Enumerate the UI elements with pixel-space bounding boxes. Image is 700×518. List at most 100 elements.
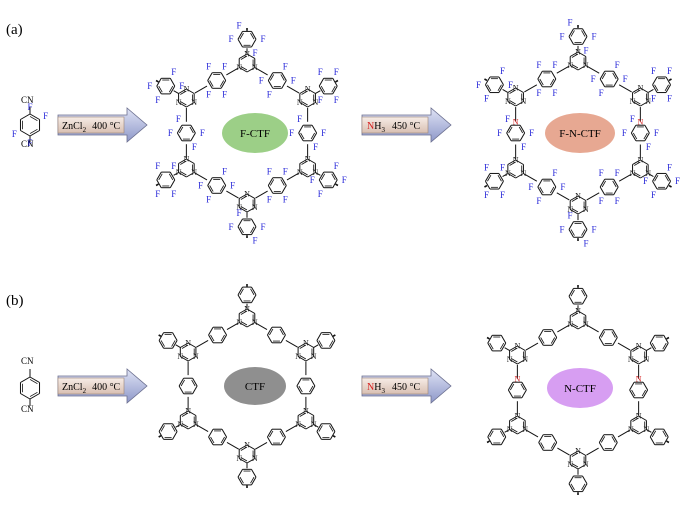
f-n-ctf-arm-ring-0-f-atom: F — [567, 18, 572, 28]
n-ctf-spacer-1-bond — [642, 389, 649, 399]
ctf-spacer-5-bond — [221, 326, 227, 336]
f-n-ctf-spacer-3-f-atom: F — [536, 196, 541, 206]
ctf-triazine-3-bond — [238, 444, 248, 450]
n-ctf-arm — [504, 347, 510, 351]
ctf-arm-ring-1-bond — [316, 340, 322, 349]
ctf-triazine-3-double-bond — [240, 446, 248, 451]
ctf-spacer-3-double-bond — [210, 436, 215, 444]
f-ctf-arm-ring-5-f-atom: F — [155, 95, 160, 105]
n-ctf-spacer-3-bond — [538, 442, 544, 451]
f-ctf-spacer-2-bond — [281, 185, 287, 194]
f-ctf-arm-ring-3-f-atom: F — [252, 236, 257, 246]
f-ctf-triazine-2-n-atom: N — [313, 168, 319, 177]
ctf-spacer-2-double-bond — [279, 430, 284, 438]
n-ctf-spacer-3-bond — [538, 434, 544, 443]
f-n-ctf-triazine-1-bond — [632, 87, 641, 93]
n-ctf-triazine-1-n-atom: N — [644, 355, 650, 364]
f-ctf-triazine-5-double-bond — [180, 101, 187, 106]
ctf-arm-ring-2-bond — [316, 431, 322, 440]
f-ctf-arm-ring-0-f-atom: F — [228, 34, 233, 44]
ctf-arm-ring-2-bond — [329, 423, 336, 432]
ctf-arm-ring-0-bond — [251, 286, 257, 296]
n-ctf-triazine-3-double-bond — [571, 463, 579, 468]
f-ctf-arm-ring-3-f-atom: F — [236, 208, 241, 218]
n-ctf-triazine-4-bond — [517, 429, 526, 435]
ctf-triazine-3-bond — [238, 458, 248, 464]
arrow-b1-temp: 400 °C — [92, 382, 120, 393]
f-ctf-arm-ring-0-double-bond — [250, 32, 255, 40]
ctf-spacer-4-double-bond — [191, 379, 196, 387]
f-ctf-triazine-1-bond — [299, 88, 308, 94]
n-ctf-pyridinic-n: N — [636, 375, 642, 384]
f-n-ctf-arm — [648, 173, 654, 177]
monomer-a-ring-double-bond — [29, 116, 38, 122]
f-n-ctf-arm-ring-2-double-bond — [664, 174, 669, 182]
f-n-ctf-arm-ring-5-f-atom: F — [500, 66, 505, 76]
f-n-ctf-link — [556, 192, 570, 201]
ctf-spacer-5-double-bond — [220, 334, 225, 342]
f-n-ctf-triazine-3-bond — [569, 209, 579, 215]
f-ctf-spacer-0-double-bond — [280, 74, 285, 81]
f-n-ctf-spacer-0-double-bond — [601, 72, 607, 80]
ctf-label: CTF — [245, 381, 265, 393]
f-n-ctf-arm — [648, 89, 654, 93]
f-ctf-arm-ring-5-bond — [156, 78, 162, 87]
ctf-spacer-3-bond — [208, 436, 214, 446]
n-ctf-arm-ring-1-bond — [663, 335, 669, 344]
n-ctf-spacer-1-double-bond — [641, 389, 646, 397]
f-ctf-triazine-5-bond — [186, 102, 195, 108]
f-ctf-arm-ring-3-bond — [237, 226, 243, 235]
ctf-arm-ring-1-bond — [316, 332, 322, 341]
ctf-triazine-5-n-atom: N — [185, 339, 191, 348]
n-ctf-arm-ring-2-double-bond — [651, 430, 657, 438]
f-n-ctf-spacer-3-double-bond — [549, 186, 555, 194]
f-n-ctf-spacer-2-f-atom: F — [599, 196, 604, 206]
ctf-spacer-2-bond — [267, 428, 273, 438]
monomer-b-cn-top: CN — [21, 356, 34, 366]
f-ctf-spacer-0-double-bond — [269, 74, 275, 81]
f-n-ctf-arm-ring-2-f-atom: F — [651, 190, 656, 200]
f-ctf-triazine-0-bond — [246, 67, 256, 73]
f-n-ctf-arm-ring-1-f-atom: F — [651, 94, 656, 104]
f-ctf-link — [255, 67, 268, 76]
ctf-triazine-5-bond — [187, 356, 197, 362]
f-ctf-triazine-2-bond — [307, 158, 316, 164]
f-ctf-arm-ring-2-f-atom: F — [342, 175, 347, 185]
n-ctf-spacer-4-double-bond — [520, 383, 525, 391]
f-ctf-triazine-5-bond — [178, 88, 187, 94]
n-ctf-triazine-1-bond — [638, 359, 647, 365]
n-ctf-pyridinic-n: N — [514, 375, 520, 384]
n-ctf-spacer-1-bond — [629, 389, 635, 399]
n-ctf-spacer-0-double-bond — [600, 331, 606, 338]
arrow-b2-reagent-h: H — [374, 382, 381, 393]
f-ctf-link — [194, 85, 208, 94]
n-ctf-spacer-4-bond — [507, 381, 514, 391]
f-n-ctf-arm-ring-1-bond — [665, 76, 671, 86]
ctf-arm-ring-0-double-bond — [239, 288, 244, 296]
f-ctf-spacer-3-bond — [220, 177, 227, 186]
n-ctf-triazine-5-double-bond — [511, 358, 518, 363]
f-ctf-triazine-3-n-atom: N — [236, 203, 242, 212]
f-n-ctf-spacer-2-bond — [599, 186, 606, 196]
f-ctf-spacer-0-f-atom: F — [267, 89, 272, 99]
n-ctf-arm-ring-1-double-bond — [651, 342, 657, 350]
f-ctf-spacer-0-f-atom: F — [291, 76, 296, 86]
f-n-ctf-triazine-0-bond — [577, 65, 587, 71]
monomer-a-cn-bottom: CN — [21, 139, 34, 149]
n-ctf-spacer-2-double-bond — [611, 436, 616, 443]
f-n-ctf-arm-ring-0-bond — [582, 36, 588, 45]
ctf-triazine-3-n-atom: N — [244, 441, 250, 450]
monomer-a-ring-f-atom: F — [27, 138, 32, 148]
f-n-ctf-pyridinic-n: N — [637, 118, 643, 127]
f-ctf-arm-ring-4-f-atom: F — [155, 161, 160, 171]
ctf-link — [254, 322, 268, 330]
ctf-triazine-4-n-atom: N — [193, 420, 199, 429]
ctf-arm — [313, 423, 319, 428]
f-n-ctf-arm-ring-4-double-bond — [487, 174, 492, 182]
n-ctf-triazine-5-n-atom: N — [514, 342, 520, 351]
f-ctf-arm-ring-2-bond — [318, 171, 325, 181]
n-ctf-link — [525, 429, 539, 438]
f-n-ctf-arm-ring-3-double-bond — [581, 229, 586, 236]
f-n-ctf-arm-ring-2-f-atom: F — [667, 162, 672, 172]
f-n-ctf-arm-ring-1-bond — [652, 76, 658, 86]
